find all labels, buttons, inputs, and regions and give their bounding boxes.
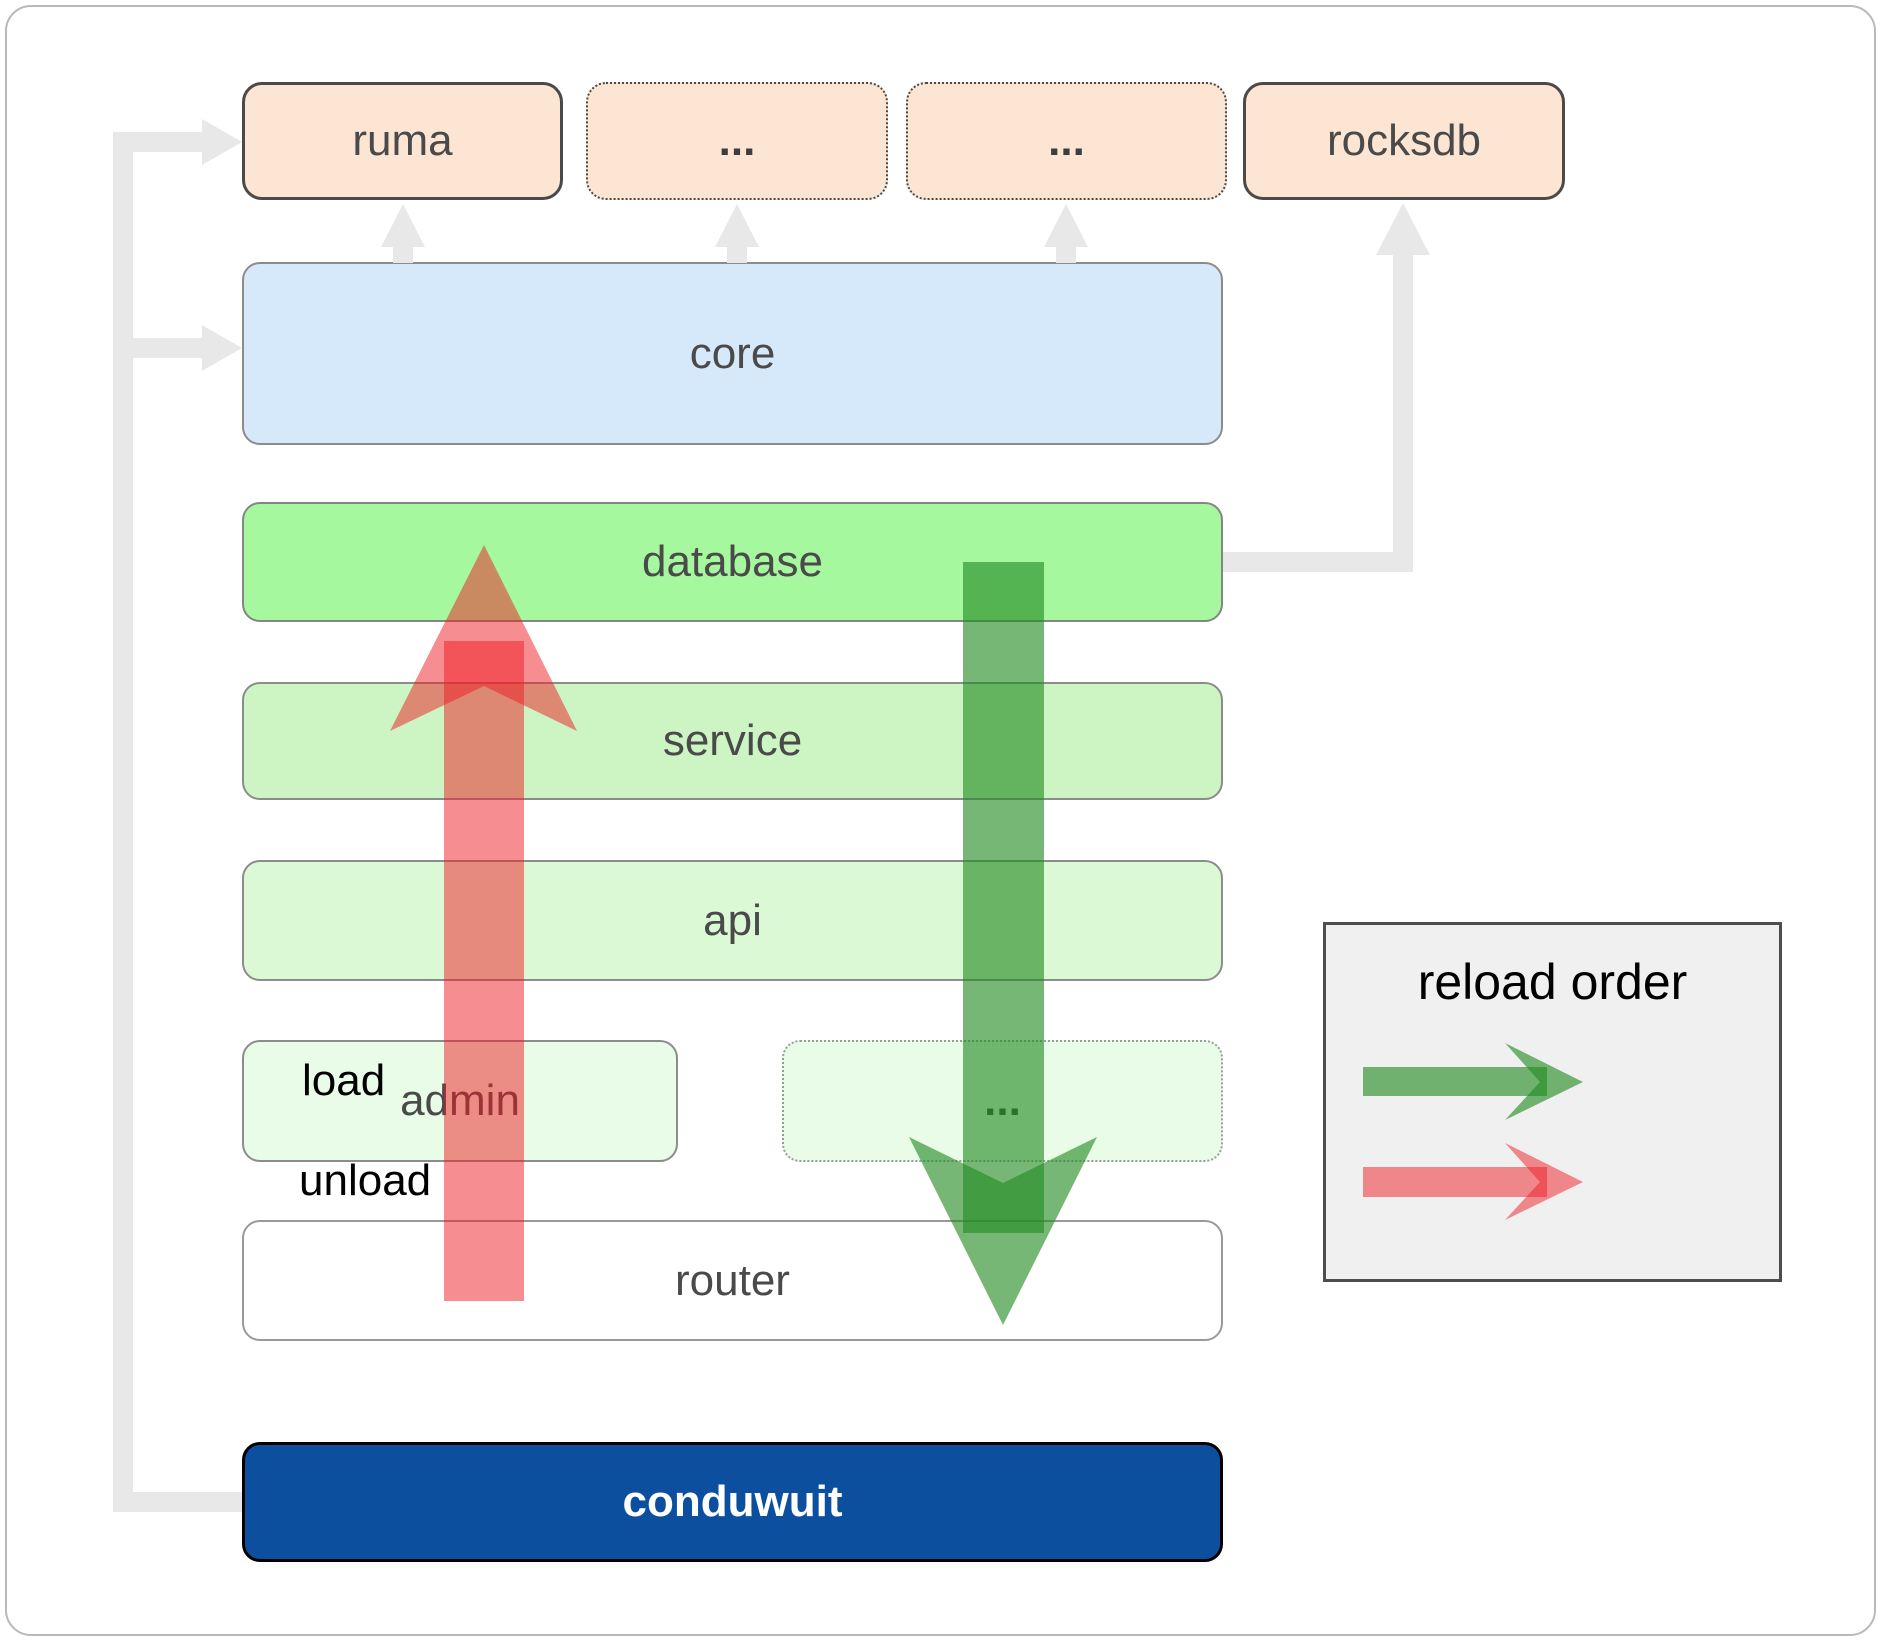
- node-core-label: core: [689, 328, 776, 378]
- node-ellipsis-top-1-label: ...: [718, 116, 756, 165]
- node-ellipsis-admin-row-label: ...: [984, 1076, 1021, 1125]
- node-rocksdb: rocksdb: [1243, 82, 1565, 200]
- node-conduwuit: conduwuit: [242, 1442, 1223, 1562]
- node-core: core: [242, 262, 1223, 445]
- node-ruma-label: ruma: [352, 116, 453, 165]
- legend-box: reload order: [1323, 922, 1782, 1282]
- node-ellipsis-admin-row: ...: [782, 1040, 1223, 1162]
- node-ellipsis-top-2: ...: [906, 82, 1227, 200]
- legend-unload-label: unload: [299, 1156, 432, 1205]
- node-database-label: database: [641, 537, 824, 586]
- node-router: router: [242, 1220, 1223, 1341]
- node-rocksdb-label: rocksdb: [1326, 116, 1482, 165]
- node-api-label: api: [703, 895, 762, 945]
- node-api: api: [242, 860, 1223, 981]
- node-admin-label: admin: [400, 1076, 520, 1125]
- legend-title: reload order: [1417, 954, 1688, 1010]
- node-ellipsis-top-1: ...: [586, 82, 888, 200]
- legend-load-label: load: [302, 1056, 386, 1105]
- node-router-label: router: [675, 1255, 790, 1305]
- node-database: database: [242, 502, 1223, 622]
- diagram-outer-border: [5, 5, 1876, 1636]
- node-service-label: service: [662, 716, 803, 765]
- node-service: service: [242, 682, 1223, 800]
- node-conduwuit-label: conduwuit: [622, 1477, 843, 1526]
- node-ellipsis-top-2-label: ...: [1048, 116, 1085, 165]
- node-ruma: ruma: [242, 82, 563, 200]
